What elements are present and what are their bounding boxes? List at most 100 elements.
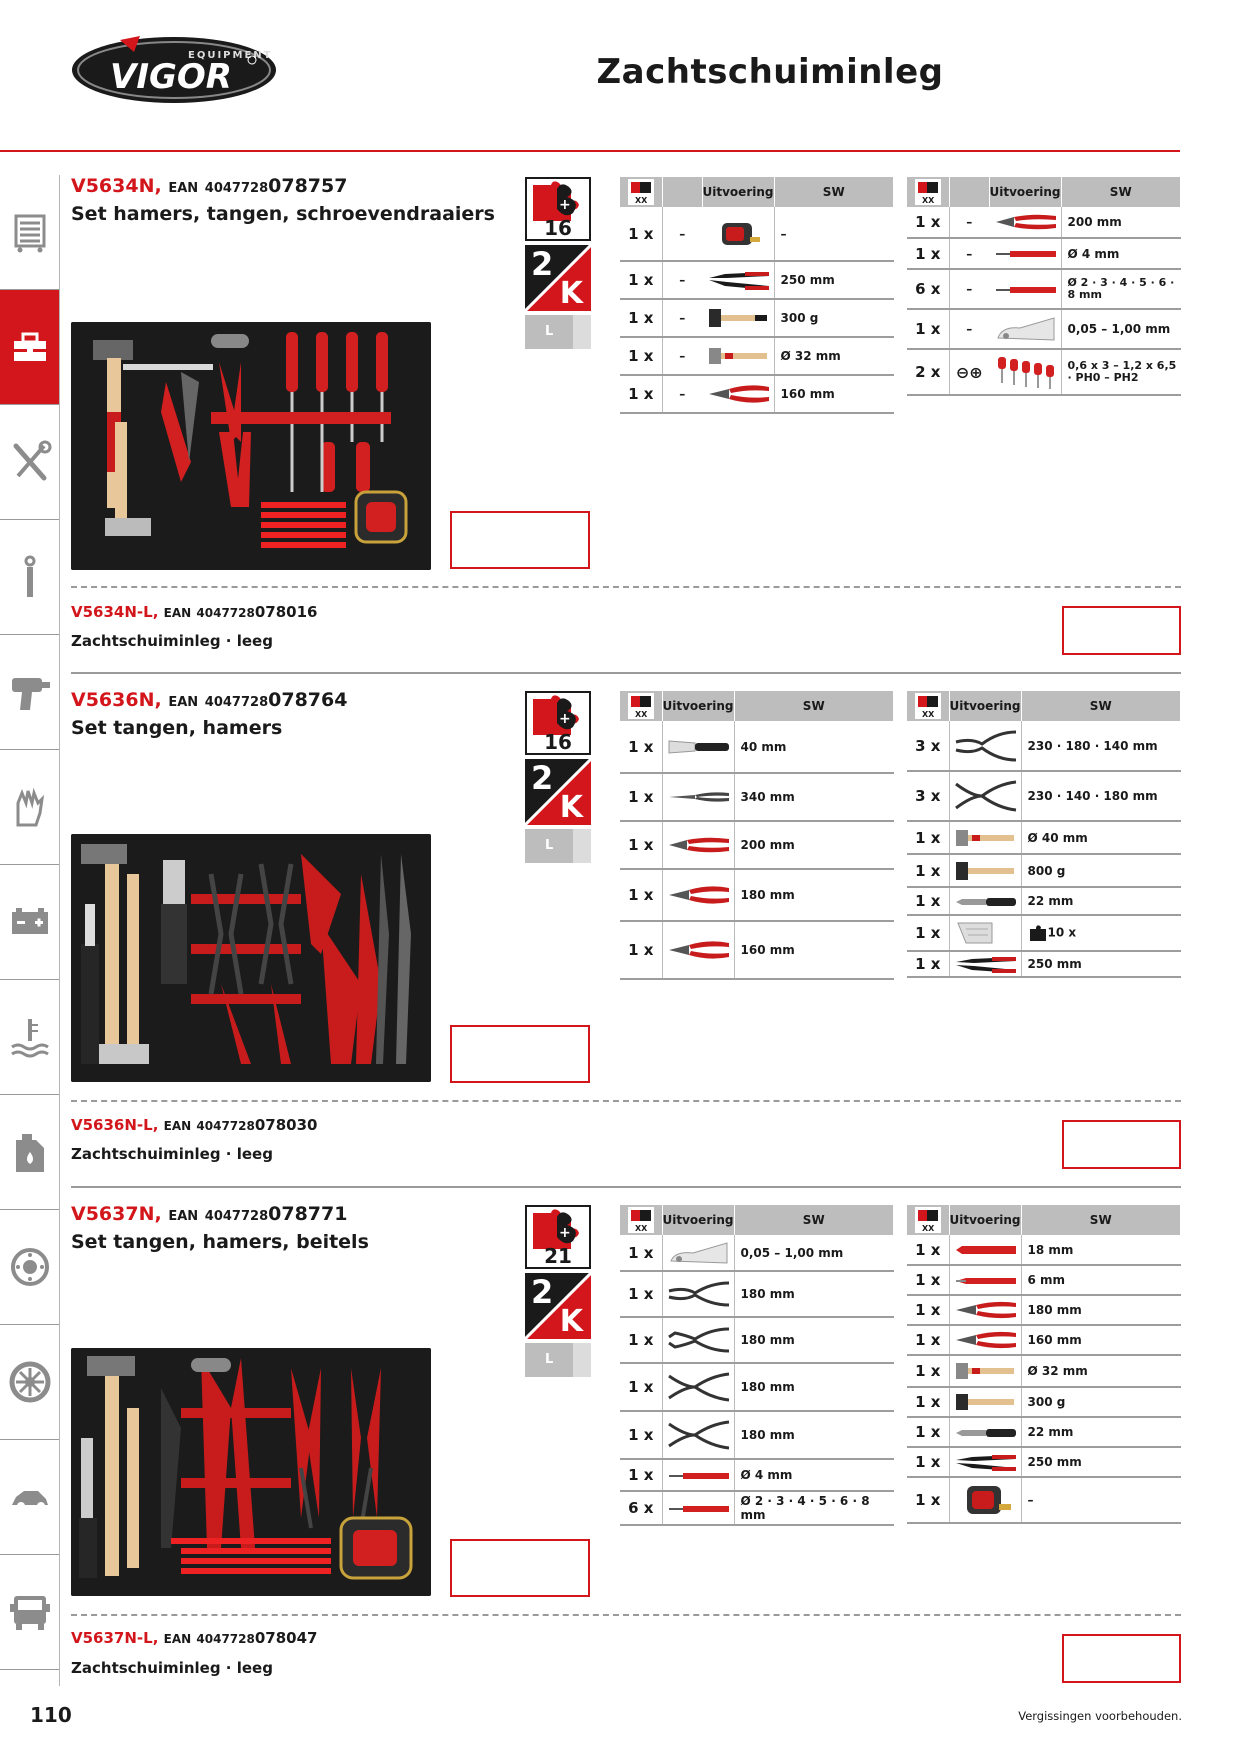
sidebar-item-hand-tools[interactable] — [0, 405, 59, 520]
badge-l-text: L — [545, 1352, 554, 1367]
piece-count-badge: + 16 — [525, 691, 591, 755]
table-header-icon: XX — [620, 1205, 663, 1235]
price-box — [450, 1539, 590, 1597]
impact-wrench-icon — [11, 678, 50, 710]
disclaimer-text: Vergissingen voorbehouden. — [1018, 1709, 1182, 1723]
sidebar-item-bodywork[interactable] — [0, 1440, 59, 1555]
size-l-badge: L — [525, 1343, 591, 1377]
product-heading: V5636N, EAN 4047728078764 — [71, 689, 348, 711]
sidebar-item-cooling[interactable] — [0, 980, 59, 1095]
svg-text:+: + — [559, 197, 571, 213]
wheel-icon — [9, 1361, 50, 1403]
ean-prefix: 4047728 — [204, 695, 269, 710]
truck-icon — [9, 1596, 50, 1630]
product-photo — [71, 1348, 431, 1596]
table-row: 1 x–160 mm — [620, 375, 894, 414]
header-divider — [0, 150, 1180, 152]
combination-pliers-icon — [708, 385, 769, 403]
torque-wrench-icon — [24, 555, 35, 597]
feeler-gauge-icon — [997, 317, 1055, 341]
table-header-uitvoering: Uitvoering — [702, 177, 775, 207]
sidebar-item-wheels[interactable] — [0, 1325, 59, 1440]
side-cutter-icon — [995, 214, 1056, 230]
piece-count: 16 — [544, 216, 572, 240]
table-row: 1 x–– — [620, 207, 894, 262]
two-component-badge: 2 K — [525, 759, 591, 825]
product-photo — [71, 322, 431, 570]
sub-ean-prefix: 4047728 — [196, 1632, 255, 1646]
product-photo — [71, 834, 431, 1082]
table-header-icon: XX — [907, 1205, 950, 1235]
battery-icon — [11, 908, 48, 934]
tape-measure-icon — [721, 222, 760, 245]
circlip-pliers-open-icon — [668, 1372, 730, 1402]
circlip-pliers-icon — [668, 1281, 730, 1307]
piece-count-badge: + 21 — [525, 1205, 591, 1269]
sidebar-item-fluids[interactable] — [0, 1095, 59, 1210]
punch-icon — [995, 286, 1056, 293]
oil-canister-icon — [15, 1134, 44, 1172]
components-table-right: XX Uitvoering SW 1 x–200 mm 1 x–Ø 4 mm 6… — [907, 177, 1181, 396]
sidebar-item-trucks[interactable] — [0, 1555, 59, 1670]
table-row: 1 x–Ø 4 mm — [907, 238, 1181, 270]
table-header-sw: SW — [734, 1205, 894, 1235]
blade-set-icon — [957, 922, 993, 944]
sidebar-item-battery[interactable] — [0, 865, 59, 980]
logo-brand-text: VIGOR — [110, 57, 232, 97]
size-l-badge: L — [525, 829, 591, 863]
tool-trolley-icon — [14, 214, 45, 253]
sub-product-sku: V5636N-L — [71, 1116, 153, 1134]
sub-product-desc: Zachtschuiminleg · leeg — [71, 1659, 273, 1677]
sidebar-item-protection[interactable] — [0, 750, 59, 865]
piece-count-badge: + 16 — [525, 177, 591, 241]
ean-suffix: 078757 — [268, 175, 348, 197]
ean-label: EAN — [168, 1209, 199, 1224]
svg-text:XX: XX — [922, 1224, 935, 1233]
sub-price-box — [1062, 606, 1181, 655]
sidebar-item-trolley[interactable] — [0, 175, 59, 290]
sidebar-item-toolbox[interactable] — [0, 290, 59, 405]
product-title: Set tangen, hamers, beitels — [71, 1231, 369, 1253]
table-header-icon: XX — [907, 691, 950, 721]
sub-ean-suffix: 078047 — [254, 1629, 318, 1647]
sub-product-desc: Zachtschuiminleg · leeg — [71, 632, 273, 650]
product-heading: V5637N, EAN 4047728078771 — [71, 1203, 348, 1225]
sidebar-item-pneumatic[interactable] — [0, 635, 59, 750]
car-body-icon — [11, 1491, 48, 1510]
svg-text:XX: XX — [635, 196, 648, 205]
two-component-badge: 2 K — [525, 245, 591, 311]
product-title: Set tangen, hamers — [71, 717, 283, 739]
table-header-icon: XX — [907, 177, 950, 207]
sidebar-item-brakes[interactable] — [0, 1210, 59, 1325]
product-title: Set hamers, tangen, schroevendraaiers — [71, 203, 495, 225]
sub-product-desc: Zachtschuiminleg · leeg — [71, 1145, 273, 1163]
cross-chisel-icon — [956, 1277, 1016, 1284]
table-header-uitvoering: Uitvoering — [949, 691, 1022, 721]
product-sku: V5637N — [71, 1203, 155, 1225]
price-box — [450, 511, 590, 569]
chisel-icon — [956, 897, 1016, 906]
section-divider — [71, 1186, 1181, 1188]
piece-count: 16 — [544, 730, 572, 754]
ean-suffix: 078764 — [268, 689, 348, 711]
vigor-logo[interactable]: EQUIPMENT VIGOR — [70, 32, 278, 104]
soft-face-hammer-icon — [956, 1363, 1014, 1379]
sidebar-item-torque[interactable] — [0, 520, 59, 635]
puzzle-xx-icon: XX — [914, 693, 941, 719]
table-row: 1 x–250 mm — [620, 261, 894, 300]
toolbox-icon — [13, 332, 46, 361]
hammer-icon — [708, 309, 767, 327]
